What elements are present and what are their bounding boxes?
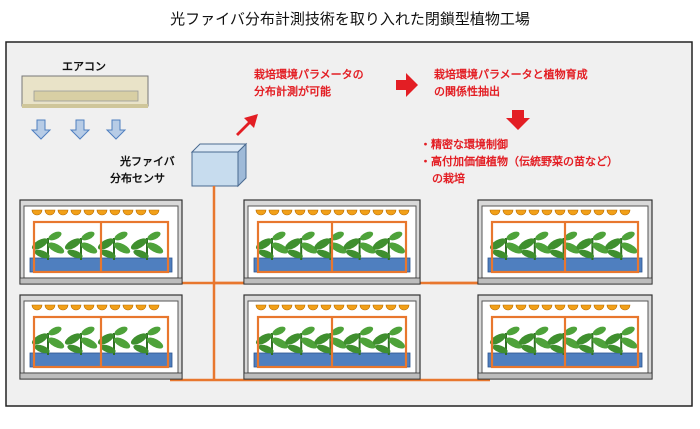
- step1-line1: 栽培環境パラメータの: [254, 67, 364, 81]
- fiber-sensor-box: [190, 142, 248, 188]
- growing-shelf: [477, 294, 653, 380]
- growing-shelf: [19, 294, 183, 380]
- air-conditioner: [21, 75, 149, 108]
- sensor-label-line2: 分布センサ: [110, 171, 165, 185]
- growing-shelf: [19, 199, 183, 285]
- step2-line2: の関係性抽出: [434, 84, 500, 98]
- sensor-label-line1: 光ファイバ: [119, 154, 175, 168]
- step-arrow-down: [506, 110, 530, 130]
- growing-shelf: [477, 199, 653, 285]
- growing-racks: [19, 199, 653, 380]
- step1-line2: 分布計測が可能: [254, 84, 331, 98]
- step2-line1: 栽培環境パラメータと植物育成: [434, 67, 588, 81]
- result-line3: の栽培: [432, 171, 465, 185]
- sensor-red-arrow: [236, 114, 258, 136]
- step-arrow-right: [396, 73, 418, 97]
- result-line2: ・高付加価値植物（伝統野菜の苗など）: [420, 154, 618, 168]
- growing-shelf: [243, 294, 421, 380]
- airflow-arrows: [30, 119, 127, 140]
- growing-shelf: [243, 199, 421, 285]
- result-line1: ・精密な環境制御: [420, 137, 508, 151]
- aircon-label: エアコン: [62, 60, 106, 73]
- diagram-title: 光ファイバ分布計測技術を取り入れた閉鎖型植物工場: [170, 10, 530, 28]
